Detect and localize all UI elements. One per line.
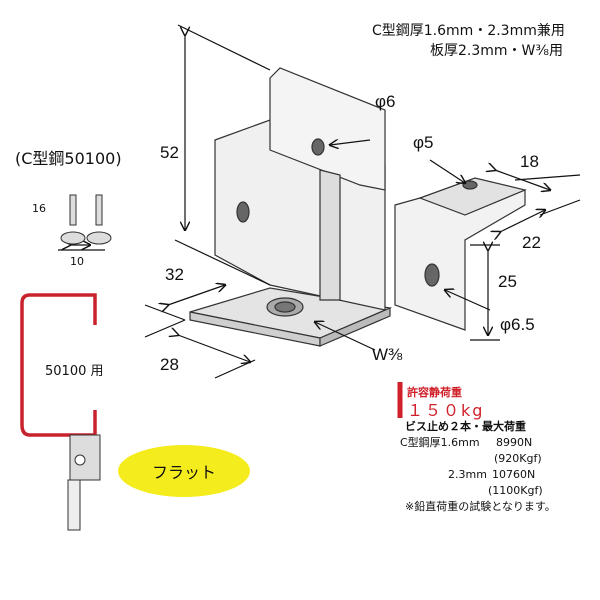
dim-phi5: φ5 <box>413 133 434 152</box>
dim-phi6-5: φ6.5 <box>500 315 535 334</box>
channel-label: (C型鋼50100) <box>15 149 122 168</box>
load-title: 許容静荷重 <box>407 386 462 399</box>
row-2-newton: 10760N <box>492 468 536 481</box>
load-subtitle: ビス止め２本・最大荷重 <box>405 420 526 433</box>
usage-label: 50100 用 <box>45 364 104 379</box>
dim-25: 25 <box>498 272 517 291</box>
screw-width: 10 <box>70 255 84 268</box>
row-2-kgf: (1100Kgf) <box>488 484 543 497</box>
dim-18: 18 <box>520 152 539 171</box>
load-value: １５０kg <box>407 401 485 420</box>
dim-22: 22 <box>522 233 541 252</box>
spec-line-1: C型鋼厚1.6mm・2.3mm兼用 <box>372 23 565 39</box>
screw-icons <box>60 194 112 245</box>
dim-32: 32 <box>165 265 184 284</box>
bracket-drawing <box>189 67 527 347</box>
dim-w3-8: W⅜ <box>372 345 403 364</box>
dim-52: 52 <box>160 143 179 162</box>
c-channel-outline <box>20 293 97 437</box>
dim-28: 28 <box>160 355 179 374</box>
row-1-kgf: (920Kgf) <box>494 452 542 465</box>
flat-badge: フラット <box>118 445 250 497</box>
row-2-label: 2.3mm <box>448 468 487 481</box>
screw-height: 16 <box>32 202 46 215</box>
mounted-bracket-illustration <box>67 434 101 531</box>
dim-phi6: φ6 <box>375 92 396 111</box>
spec-line-2: 板厚2.3mm・W⅜用 <box>430 43 563 59</box>
dimension-lines <box>58 24 581 379</box>
load-footnote: ※鉛直荷重の試験となります。 <box>405 500 556 513</box>
row-1-newton: 8990N <box>496 436 533 449</box>
row-1-label: C型鋼厚1.6mm <box>400 436 480 449</box>
